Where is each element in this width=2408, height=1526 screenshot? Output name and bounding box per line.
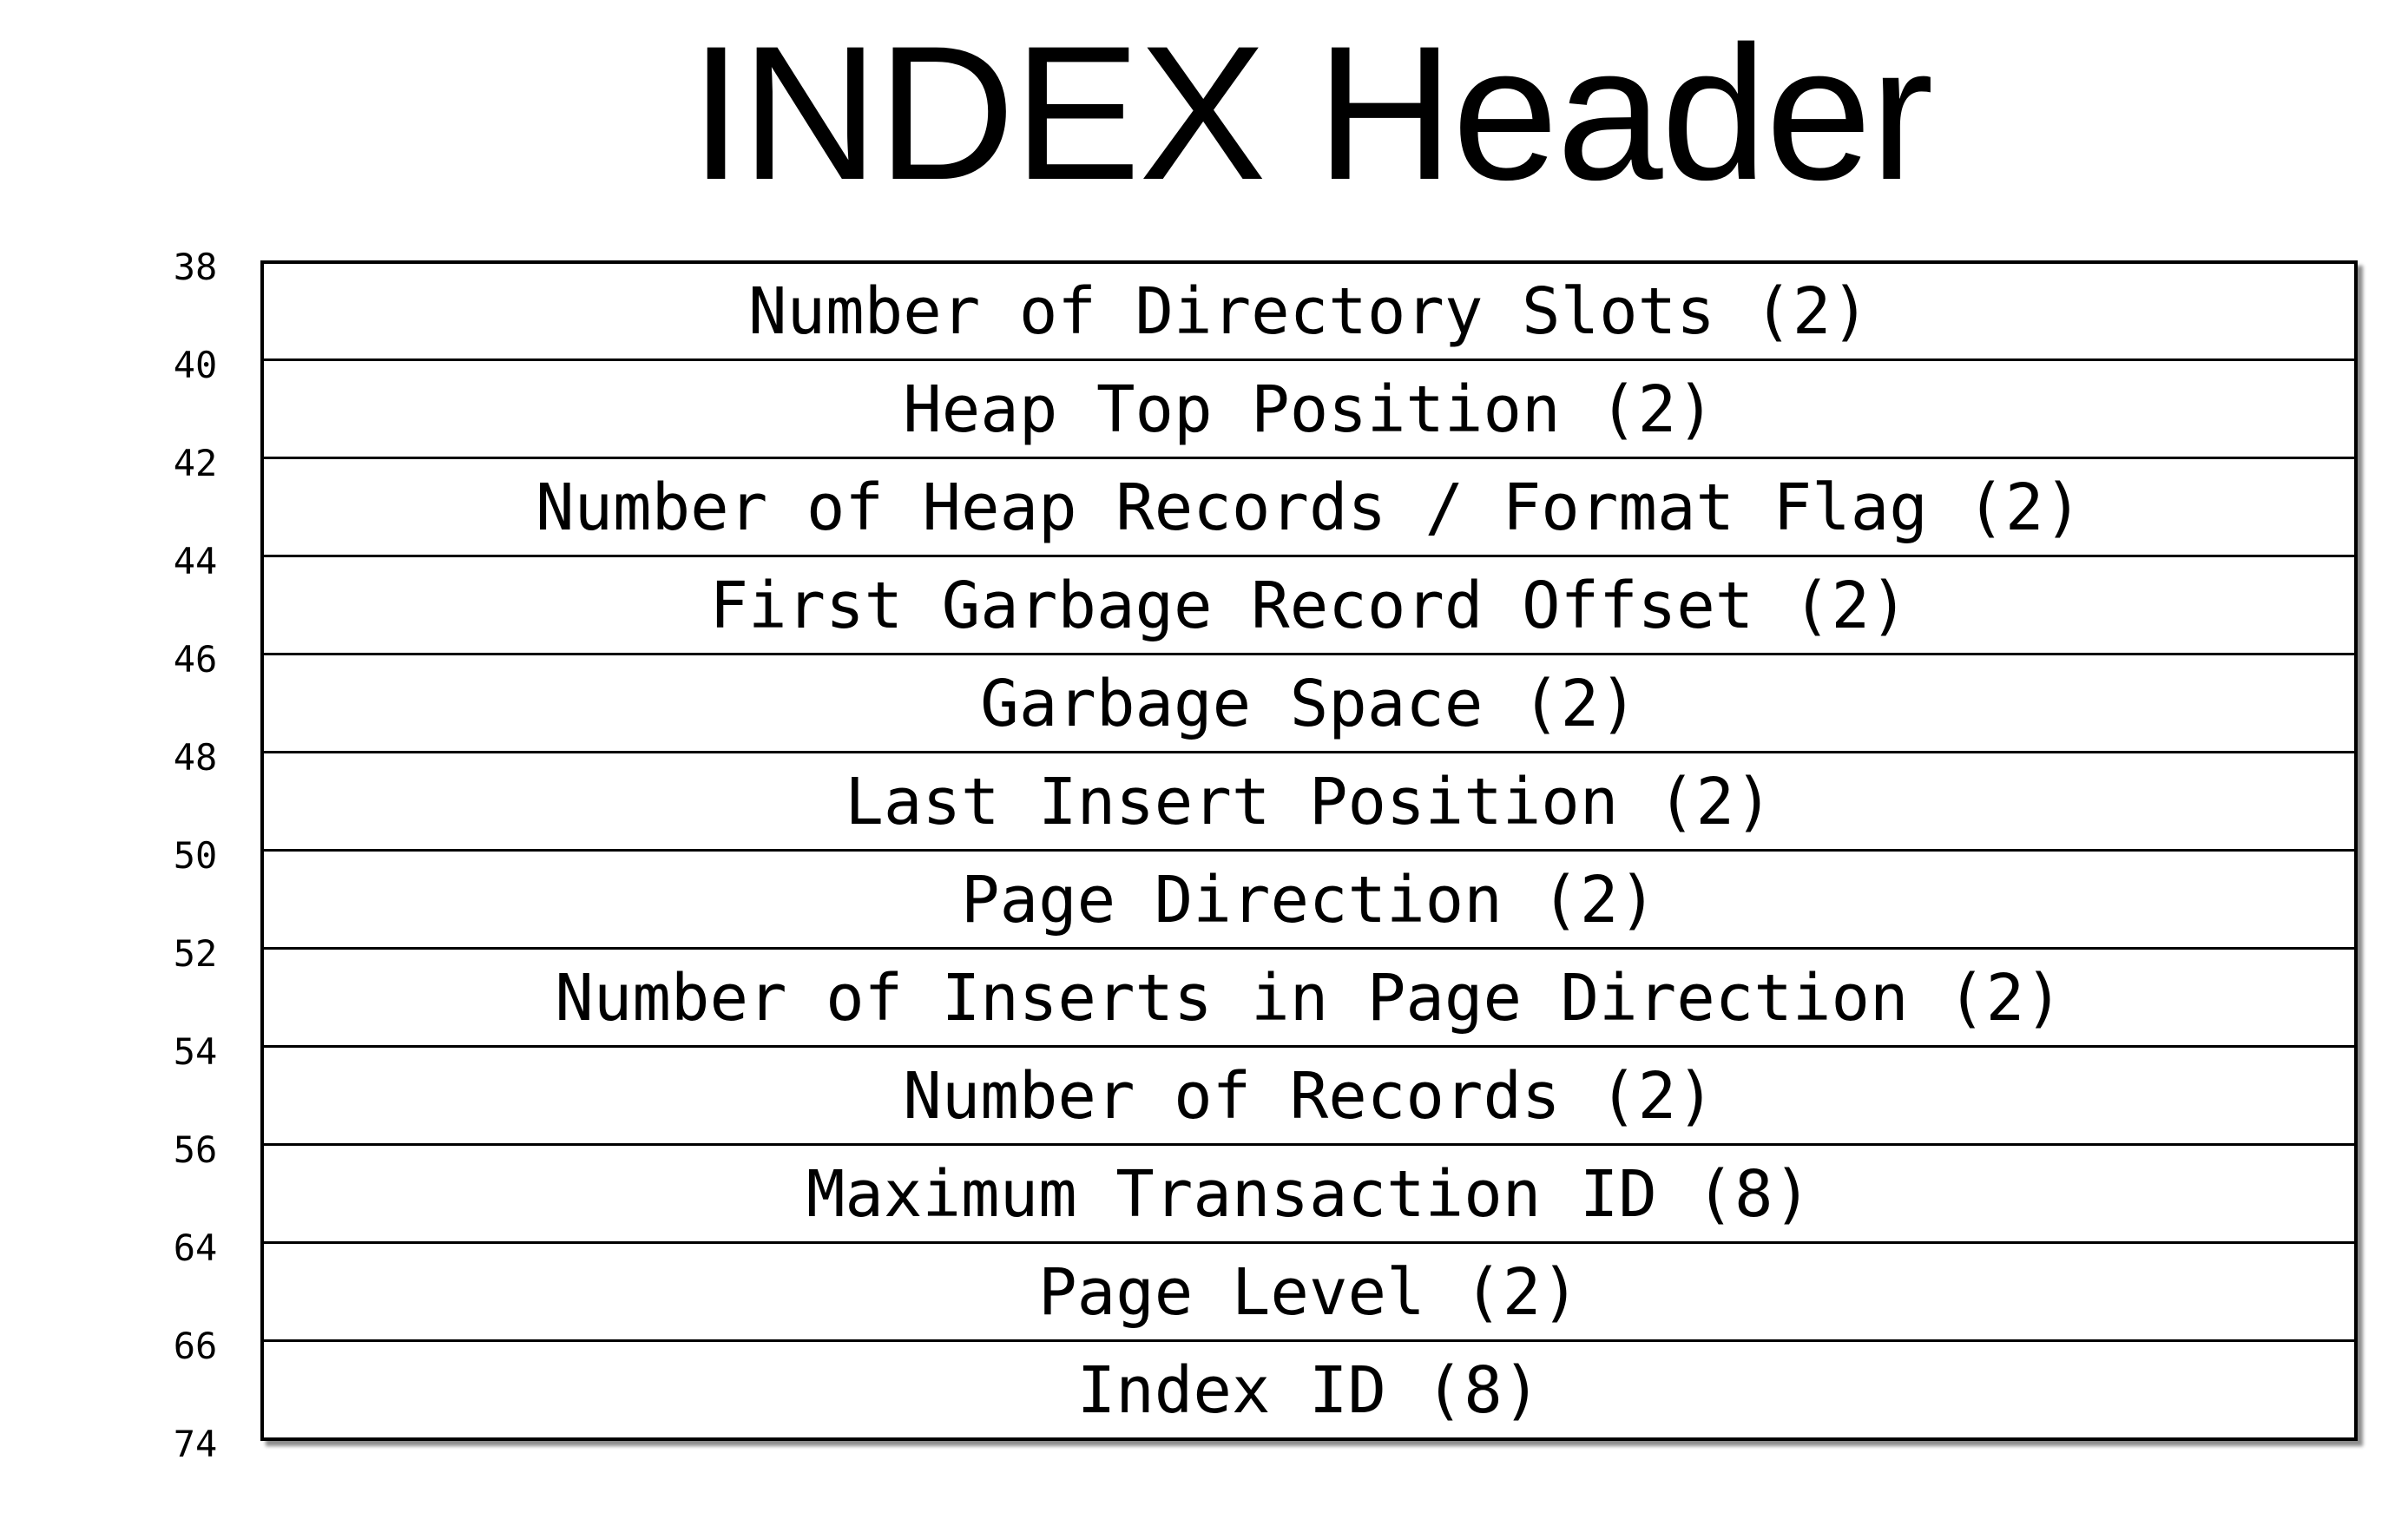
byte-offset-label: 74 [173,1423,218,1465]
field-row: Maximum Transaction ID (8) [806,1156,1813,1232]
row-divider [264,555,2354,557]
row-divider [264,457,2354,459]
row-divider [264,1339,2354,1342]
byte-offset-label: 44 [173,540,218,582]
byte-offset-label: 50 [173,834,218,877]
field-row: Page Direction (2) [961,862,1657,937]
byte-offset-label: 54 [173,1030,218,1073]
header-fields-table: Number of Directory Slots (2) Heap Top Po… [260,260,2358,1441]
field-row: Number of Heap Records / Format Flag (2) [535,470,2083,545]
row-divider [264,653,2354,655]
byte-offset-label: 48 [173,736,218,779]
byte-offset-label: 52 [173,932,218,975]
field-row: Index ID (8) [1076,1352,1542,1428]
field-row: First Garbage Record Offset (2) [709,568,1909,643]
offset-labels: 38 40 42 44 46 48 50 52 54 56 64 66 74 [165,0,226,1526]
byte-offset-label: 38 [173,246,218,288]
field-row: Number of Inserts in Page Direction (2) [555,960,2063,1036]
row-divider [264,947,2354,950]
field-row: Heap Top Position (2) [903,372,1715,447]
diagram-title: INDEX Header [689,6,1933,220]
byte-offset-label: 64 [173,1227,218,1269]
byte-offset-label: 66 [173,1325,218,1367]
byte-offset-label: 42 [173,442,218,484]
byte-offset-label: 40 [173,344,218,386]
field-row: Garbage Space (2) [980,666,1638,741]
field-row: Page Level (2) [1038,1254,1580,1330]
row-divider [264,849,2354,852]
field-row: Last Insert Position (2) [845,764,1773,839]
row-divider [264,1143,2354,1146]
field-row: Number of Records (2) [903,1058,1715,1134]
byte-offset-label: 46 [173,638,218,681]
field-row: Number of Directory Slots (2) [747,273,1870,349]
row-divider [264,751,2354,753]
row-divider [264,1241,2354,1244]
row-divider [264,358,2354,361]
row-divider [264,1045,2354,1048]
byte-offset-label: 56 [173,1128,218,1171]
